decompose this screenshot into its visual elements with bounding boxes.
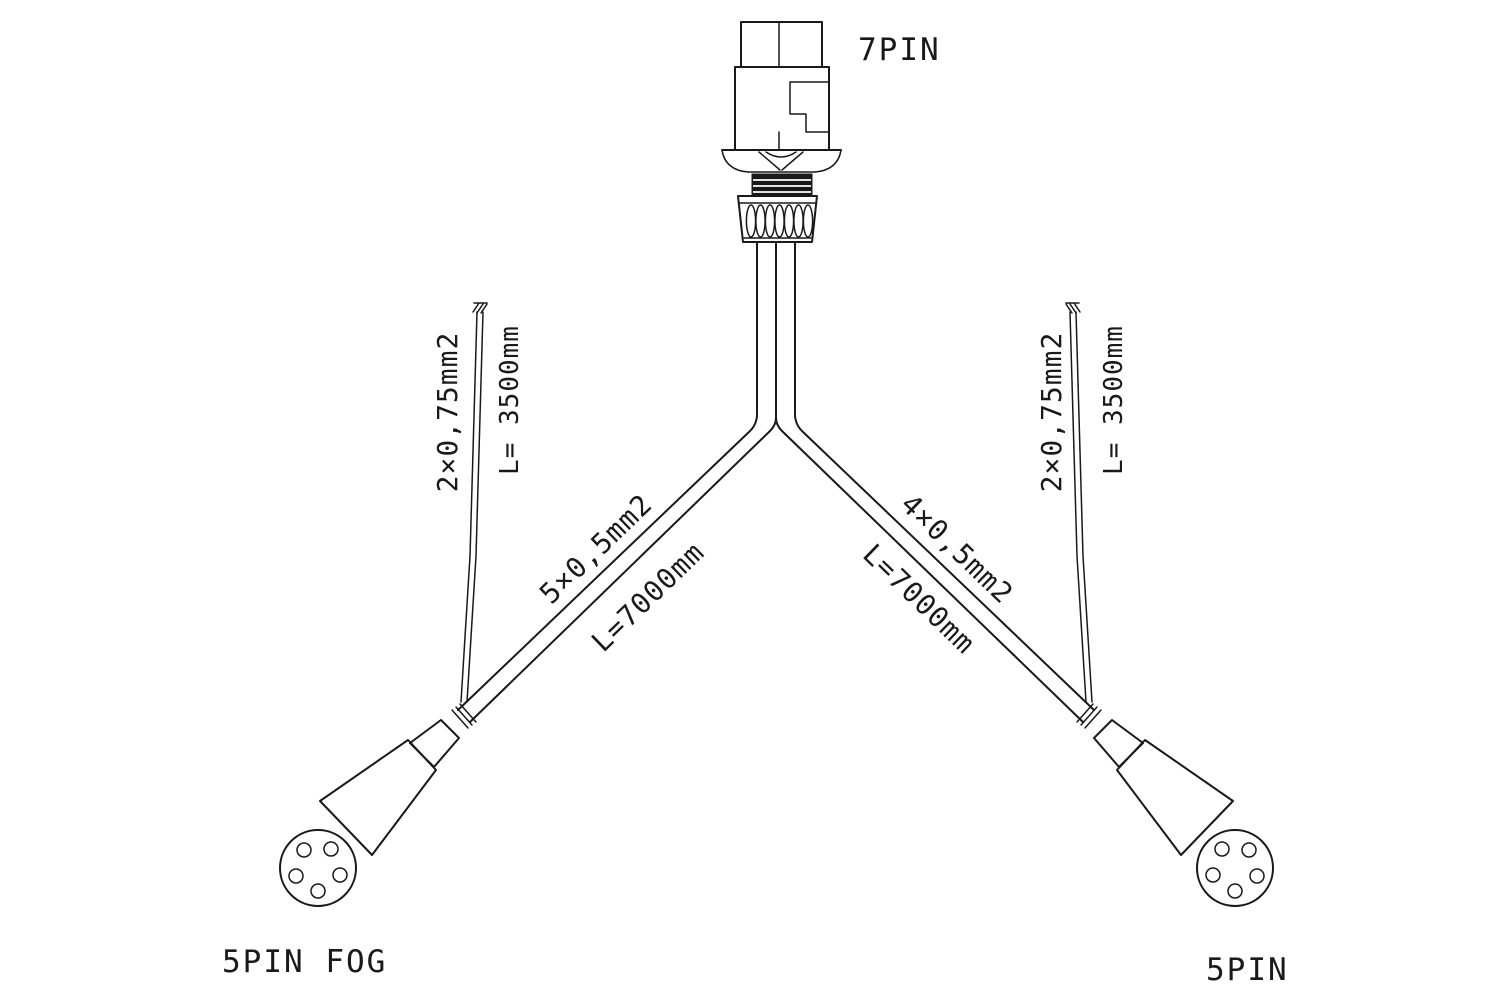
label-left-aux-wire-spec: 2×0,75mm2 [431, 332, 464, 493]
label-left-aux-wire-length: L= 3500mm [495, 325, 525, 475]
gland-petal [793, 204, 804, 238]
plug-cone-left [758, 151, 781, 171]
left-cable-outer-edge [457, 241, 758, 711]
label-7pin: 7PIN [858, 32, 941, 68]
pin-hole [1205, 867, 1221, 883]
plug-body [734, 66, 830, 151]
cable-clamp-right [1076, 703, 1102, 729]
plug-key-notch [789, 81, 830, 133]
gland-nut-outline [737, 195, 818, 243]
boot-adapter-left [409, 719, 460, 768]
gland-petal [764, 204, 776, 238]
trunk-right-fork [775, 417, 1084, 723]
gland-petal [802, 204, 814, 238]
aux-wire-right-line [1075, 311, 1093, 703]
aux-wire-left [460, 302, 488, 703]
boot-body-left [319, 739, 437, 856]
aux-wire-left-line [460, 311, 478, 703]
gland-petal [755, 204, 766, 238]
pin-hole [1249, 868, 1265, 884]
aux-wire-right-tip-hatch [1065, 302, 1081, 314]
right-cable-outer-edge [794, 241, 1095, 711]
label-right-aux-wire-length: L= 3500mm [1099, 325, 1129, 475]
aux-wire-left-tip-hatch [472, 302, 488, 314]
label-5pin: 5PIN [1206, 952, 1289, 988]
trunk-middle-line-left-fork [469, 241, 777, 723]
label-5pin-fog: 5PIN FOG [222, 944, 387, 980]
cable-trunk-and-branches [457, 241, 1095, 723]
aux-wire-right [1065, 302, 1093, 703]
boot-body-right [1116, 739, 1234, 856]
plug-cone-arc [765, 151, 797, 158]
connector-7pin-drawing [721, 21, 842, 243]
aux-wire-right-line [1069, 311, 1087, 703]
aux-wire-left-line [466, 311, 484, 703]
connector-face-left [279, 829, 357, 907]
plug-top-block [740, 21, 823, 68]
plug-cone-right [781, 151, 804, 171]
gland-petal [745, 204, 757, 238]
gland-petal [774, 204, 785, 238]
pin-hole [323, 841, 339, 857]
pin-hole [288, 868, 304, 884]
gland-petal [783, 204, 795, 238]
connector-5pin-fog-drawing [279, 703, 477, 907]
cable-clamp-left [451, 703, 477, 729]
plug-flange-left-curve [721, 149, 749, 173]
label-right-aux-wire-spec: 2×0,75mm2 [1035, 332, 1068, 493]
pin-hole [1241, 842, 1257, 858]
connector-face-right [1196, 829, 1274, 907]
pin-hole [1214, 841, 1230, 857]
plug-flange-right-curve [814, 149, 842, 173]
pin-hole [1227, 883, 1243, 899]
connector-5pin-drawing [1076, 703, 1274, 907]
boot-adapter-right [1093, 719, 1144, 768]
pin-hole [310, 883, 326, 899]
pin-hole [332, 867, 348, 883]
pin-hole [296, 842, 312, 858]
